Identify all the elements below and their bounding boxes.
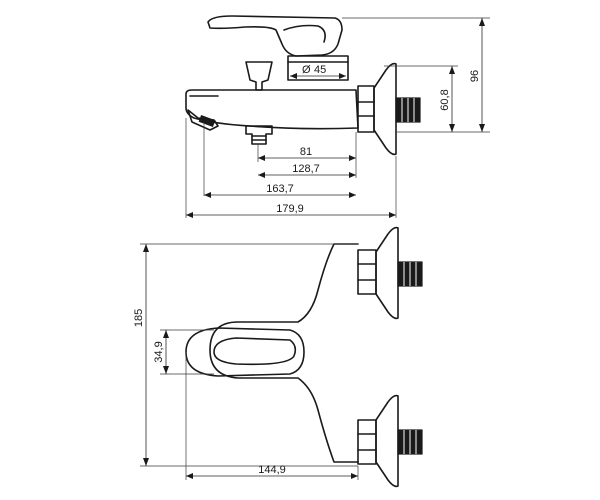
side-view-rosette <box>373 62 397 156</box>
dim-45-label: 45 <box>314 64 326 76</box>
dim-179-9-label: 179,9 <box>276 203 304 215</box>
plan-view-dimensions: 185 34,9 144,9 <box>133 243 359 480</box>
plan-view <box>185 226 423 488</box>
dim-96-label: 96 <box>469 70 481 82</box>
plan-view-body <box>209 243 359 463</box>
side-view-shower-connector <box>245 125 273 145</box>
dim-60-8-label: 60,8 <box>439 89 451 110</box>
dim-163-7-label: 163,7 <box>266 183 294 195</box>
dim-128-7-label: 128,7 <box>292 163 320 175</box>
side-view-diverter-knob <box>245 61 273 91</box>
side-view-dimensions: 96 60,8 Ø 45 81 128,7 163,7 <box>185 17 490 218</box>
dim-diameter-symbol: Ø <box>302 64 311 76</box>
plan-view-upper-rosette <box>375 226 399 320</box>
side-view-aerator <box>198 115 216 127</box>
dim-34-9-label: 34,9 <box>153 341 165 362</box>
side-view-lever <box>207 15 343 57</box>
plan-view-handle <box>185 327 305 377</box>
plan-view-lower-nut <box>357 419 377 465</box>
side-view <box>185 15 421 156</box>
dim-144-9-label: 144,9 <box>258 464 286 476</box>
plan-view-lower-rosette <box>375 394 399 488</box>
side-view-spout-outlet <box>187 109 219 131</box>
side-view-nut <box>357 85 375 133</box>
dim-185-label: 185 <box>133 309 145 327</box>
plan-view-upper-nut <box>357 249 377 295</box>
plan-view-handle-inner <box>213 337 297 366</box>
side-view-lever-detail <box>283 24 326 43</box>
side-view-cartridge <box>287 55 349 81</box>
dim-81-label: 81 <box>300 146 312 158</box>
